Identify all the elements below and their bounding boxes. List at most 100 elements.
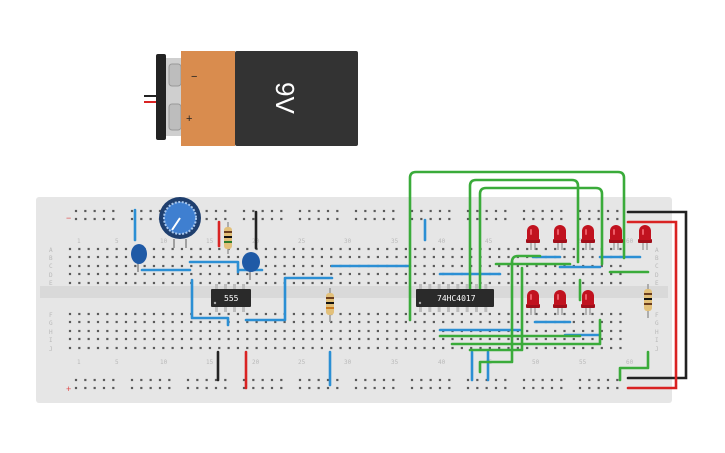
breadboard-hole[interactable] bbox=[143, 264, 146, 268]
breadboard-hole[interactable] bbox=[143, 281, 146, 285]
breadboard-hole[interactable] bbox=[242, 217, 246, 221]
breadboard-hole[interactable] bbox=[308, 378, 311, 382]
breadboard-hole[interactable] bbox=[115, 329, 118, 333]
breadboard-hole[interactable] bbox=[208, 264, 212, 268]
breadboard-hole[interactable] bbox=[429, 386, 432, 390]
breadboard-hole[interactable] bbox=[498, 337, 501, 341]
led-red[interactable] bbox=[553, 290, 567, 315]
breadboard-hole[interactable] bbox=[606, 209, 610, 213]
breadboard-hole[interactable] bbox=[93, 217, 96, 221]
wire-green[interactable] bbox=[618, 350, 650, 382]
breadboard-hole[interactable] bbox=[152, 247, 156, 251]
breadboard-hole[interactable] bbox=[96, 272, 100, 276]
breadboard-hole[interactable] bbox=[535, 247, 538, 251]
breadboard-hole[interactable] bbox=[507, 346, 510, 350]
breadboard-hole[interactable] bbox=[246, 281, 249, 285]
breadboard-hole[interactable] bbox=[311, 320, 314, 324]
breadboard-hole[interactable] bbox=[317, 378, 320, 382]
breadboard-hole[interactable] bbox=[386, 346, 389, 350]
breadboard-hole[interactable] bbox=[96, 264, 100, 268]
breadboard-hole[interactable] bbox=[115, 312, 118, 316]
breadboard-hole[interactable] bbox=[410, 209, 414, 213]
breadboard-hole[interactable] bbox=[488, 264, 491, 268]
breadboard-hole[interactable] bbox=[199, 312, 202, 316]
breadboard-hole[interactable] bbox=[572, 281, 575, 285]
breadboard-hole[interactable] bbox=[330, 320, 333, 324]
breadboard-hole[interactable] bbox=[199, 320, 202, 324]
breadboard-hole[interactable] bbox=[432, 264, 435, 268]
breadboard-hole[interactable] bbox=[87, 329, 90, 333]
breadboard-hole[interactable] bbox=[451, 247, 454, 251]
breadboard-hole[interactable] bbox=[152, 329, 156, 333]
breadboard-hole[interactable] bbox=[208, 320, 212, 324]
breadboard-hole[interactable] bbox=[227, 281, 230, 285]
breadboard-hole[interactable] bbox=[236, 255, 240, 259]
breadboard-hole[interactable] bbox=[348, 320, 351, 324]
breadboard-hole[interactable] bbox=[392, 209, 395, 213]
breadboard-hole[interactable] bbox=[600, 312, 603, 316]
breadboard-hole[interactable] bbox=[134, 329, 137, 333]
breadboard-hole[interactable] bbox=[336, 378, 339, 382]
breadboard-hole[interactable] bbox=[84, 217, 87, 221]
breadboard-hole[interactable] bbox=[326, 378, 330, 382]
breadboard-hole[interactable] bbox=[460, 320, 463, 324]
breadboard-hole[interactable] bbox=[414, 312, 417, 316]
breadboard-hole[interactable] bbox=[544, 272, 547, 276]
breadboard-hole[interactable] bbox=[414, 247, 417, 251]
breadboard-hole[interactable] bbox=[186, 378, 190, 382]
breadboard-hole[interactable] bbox=[420, 378, 423, 382]
breadboard-hole[interactable] bbox=[516, 320, 519, 324]
breadboard-hole[interactable] bbox=[199, 329, 202, 333]
breadboard-hole[interactable] bbox=[171, 337, 174, 341]
breadboard-hole[interactable] bbox=[544, 312, 547, 316]
breadboard-hole[interactable] bbox=[423, 329, 426, 333]
breadboard-hole[interactable] bbox=[112, 217, 115, 221]
breadboard-hole[interactable] bbox=[115, 281, 118, 285]
breadboard-hole[interactable] bbox=[106, 329, 109, 333]
breadboard-hole[interactable] bbox=[358, 337, 361, 341]
breadboard-hole[interactable] bbox=[208, 272, 212, 276]
breadboard-hole[interactable] bbox=[320, 346, 324, 350]
breadboard-hole[interactable] bbox=[588, 209, 591, 213]
breadboard-hole[interactable] bbox=[423, 320, 426, 324]
breadboard-hole[interactable] bbox=[423, 255, 426, 259]
breadboard-hole[interactable] bbox=[485, 209, 488, 213]
breadboard-hole[interactable] bbox=[208, 329, 212, 333]
breadboard-hole[interactable] bbox=[526, 247, 529, 251]
breadboard-hole[interactable] bbox=[302, 255, 305, 259]
breadboard-hole[interactable] bbox=[466, 378, 470, 382]
breadboard-hole[interactable] bbox=[442, 247, 445, 251]
breadboard-hole[interactable] bbox=[386, 281, 389, 285]
breadboard-hole[interactable] bbox=[526, 281, 529, 285]
breadboard-hole[interactable] bbox=[610, 264, 613, 268]
breadboard-hole[interactable] bbox=[554, 312, 557, 316]
breadboard-hole[interactable] bbox=[130, 209, 134, 213]
breadboard-hole[interactable] bbox=[214, 209, 218, 213]
breadboard-hole[interactable] bbox=[227, 312, 230, 316]
breadboard-hole[interactable] bbox=[420, 217, 423, 221]
breadboard-hole[interactable] bbox=[404, 346, 407, 350]
breadboard-hole[interactable] bbox=[488, 255, 491, 259]
breadboard-hole[interactable] bbox=[68, 312, 72, 316]
breadboard-hole[interactable] bbox=[619, 264, 622, 268]
breadboard-hole[interactable] bbox=[224, 217, 227, 221]
ic-555-timer[interactable]: 555 bbox=[211, 284, 251, 312]
breadboard-hole[interactable] bbox=[404, 272, 407, 276]
breadboard-hole[interactable] bbox=[302, 346, 305, 350]
breadboard-hole[interactable] bbox=[280, 378, 283, 382]
breadboard-hole[interactable] bbox=[326, 386, 330, 390]
breadboard-hole[interactable] bbox=[367, 312, 370, 316]
breadboard-hole[interactable] bbox=[227, 346, 230, 350]
breadboard-hole[interactable] bbox=[236, 346, 240, 350]
breadboard-hole[interactable] bbox=[563, 346, 566, 350]
breadboard-hole[interactable] bbox=[460, 255, 463, 259]
breadboard-hole[interactable] bbox=[255, 320, 258, 324]
breadboard-hole[interactable] bbox=[311, 329, 314, 333]
breadboard-hole[interactable] bbox=[376, 337, 379, 341]
breadboard-hole[interactable] bbox=[115, 320, 118, 324]
breadboard-hole[interactable] bbox=[236, 329, 240, 333]
breadboard-hole[interactable] bbox=[354, 209, 358, 213]
breadboard-hole[interactable] bbox=[526, 346, 529, 350]
breadboard-hole[interactable] bbox=[451, 281, 454, 285]
breadboard-hole[interactable] bbox=[106, 346, 109, 350]
